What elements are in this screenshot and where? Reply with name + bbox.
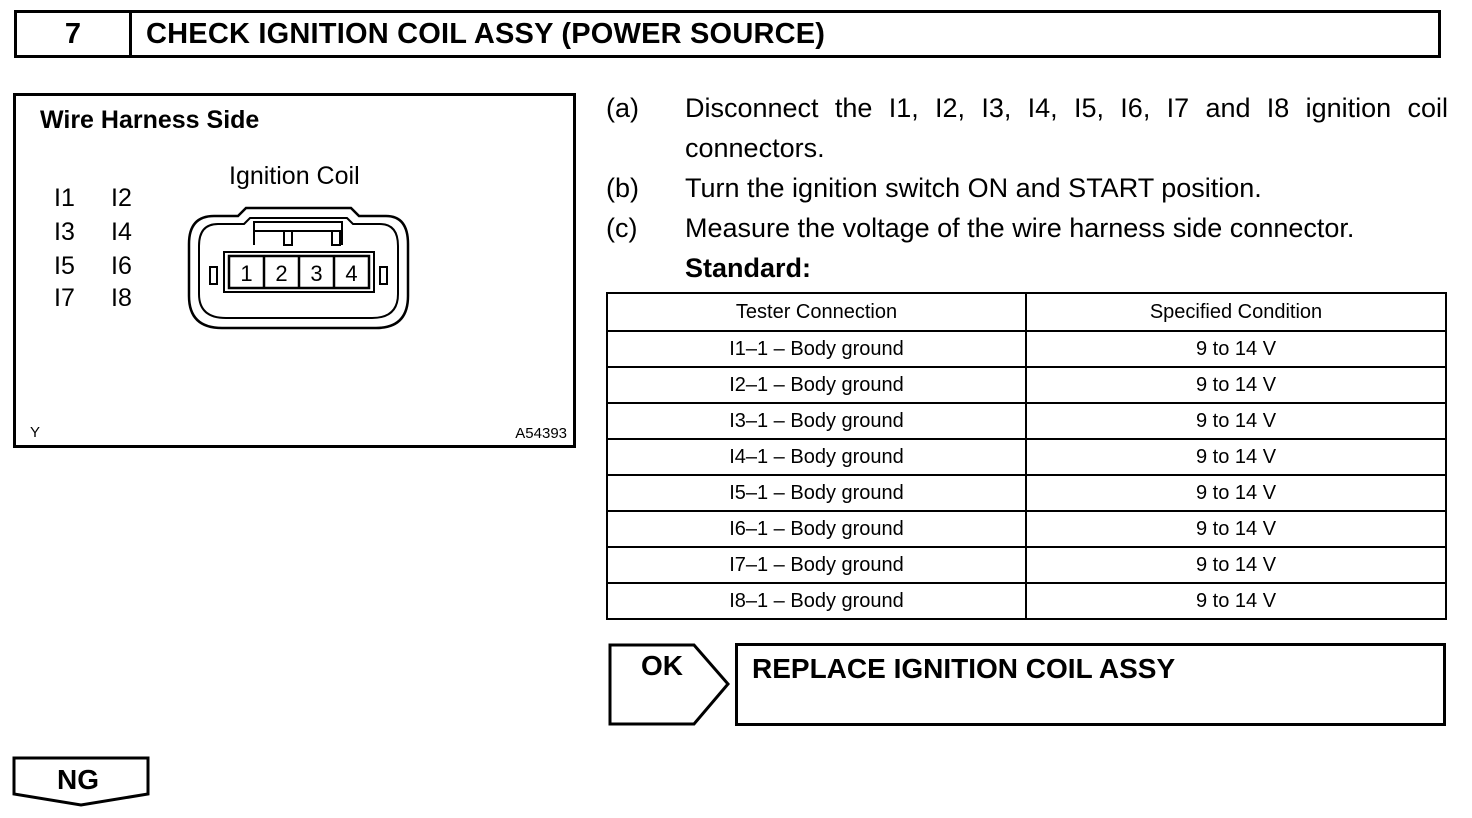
step-header: 7 CHECK IGNITION COIL ASSY (POWER SOURCE…	[14, 10, 1441, 58]
step-letter: (b)	[606, 173, 639, 203]
ok-label: OK	[641, 650, 683, 681]
specified-condition-cell: 9 to 14 V	[1025, 474, 1447, 512]
tester-connection-cell: I5–1 – Body ground	[606, 474, 1027, 512]
specified-condition-cell: 9 to 14 V	[1025, 438, 1447, 476]
standard-label: Standard:	[685, 253, 812, 283]
connector-label-i1: I1	[54, 184, 75, 212]
connector-label-i8: I8	[111, 284, 132, 312]
ng-arrow-box	[12, 756, 150, 807]
ng-label: NG	[57, 764, 99, 795]
specified-condition-cell: 9 to 14 V	[1025, 366, 1447, 404]
specified-condition-cell: 9 to 14 V	[1025, 510, 1447, 548]
connector-label-i3: I3	[54, 218, 75, 246]
specified-condition-cell: 9 to 14 V	[1025, 546, 1447, 584]
specified-condition-cell: 9 to 14 V	[1025, 402, 1447, 440]
column-header: Tester Connection	[606, 292, 1027, 332]
figure-corner-mark: Y	[30, 424, 41, 441]
ok-arrow-box	[608, 643, 730, 726]
column-header: Specified Condition	[1025, 292, 1447, 332]
tester-connection-cell: I4–1 – Body ground	[606, 438, 1027, 476]
tester-connection-cell: I7–1 – Body ground	[606, 546, 1027, 584]
specified-condition-cell: 9 to 14 V	[1025, 582, 1447, 620]
connector-label-i7: I7	[54, 284, 75, 312]
figure-code: A54393	[515, 425, 567, 442]
tester-connection-cell: I6–1 – Body ground	[606, 510, 1027, 548]
ok-result-text: REPLACE IGNITION COIL ASSY	[752, 653, 1176, 684]
step-letter: (a)	[606, 93, 639, 123]
pin-2: 2	[275, 261, 287, 286]
step-number: 7	[17, 13, 132, 55]
figure-title: Wire Harness Side	[40, 106, 260, 134]
step-a: (a) Disconnect the I1, I2, I3, I4, I5, I…	[606, 88, 1448, 168]
connector-label-i2: I2	[111, 184, 132, 212]
connector-label-i5: I5	[54, 252, 75, 280]
tester-connection-cell: I8–1 – Body ground	[606, 582, 1027, 620]
pin-4: 4	[345, 261, 357, 286]
specification-table: Tester Connection Specified Condition I1…	[606, 292, 1447, 620]
table-header-row: Tester Connection Specified Condition	[606, 292, 1447, 332]
connector-drawing: 1 2 3 4	[187, 206, 410, 330]
step-text: Turn the ignition switch ON and START po…	[685, 173, 1262, 203]
connector-figure: Wire Harness Side Ignition Coil I1 I2 I3…	[13, 93, 576, 448]
ignition-coil-label: Ignition Coil	[229, 162, 360, 190]
step-title: CHECK IGNITION COIL ASSY (POWER SOURCE)	[146, 17, 826, 50]
pin-1: 1	[240, 261, 252, 286]
tester-connection-cell: I2–1 – Body ground	[606, 366, 1027, 404]
specified-condition-cell: 9 to 14 V	[1025, 330, 1447, 368]
tester-connection-cell: I3–1 – Body ground	[606, 402, 1027, 440]
connector-label-i6: I6	[111, 252, 132, 280]
step-b: (b) Turn the ignition switch ON and STAR…	[606, 168, 1448, 208]
step-c: (c) Measure the voltage of the wire harn…	[606, 208, 1448, 248]
ok-result-box: REPLACE IGNITION COIL ASSY	[735, 643, 1446, 726]
step-text: Disconnect the I1, I2, I3, I4, I5, I6, I…	[685, 93, 1448, 163]
procedure-steps: (a) Disconnect the I1, I2, I3, I4, I5, I…	[606, 88, 1448, 288]
step-text: Measure the voltage of the wire harness …	[685, 213, 1355, 243]
tester-connection-cell: I1–1 – Body ground	[606, 330, 1027, 368]
connector-label-i4: I4	[111, 218, 132, 246]
step-letter: (c)	[606, 213, 638, 243]
pin-3: 3	[310, 261, 322, 286]
